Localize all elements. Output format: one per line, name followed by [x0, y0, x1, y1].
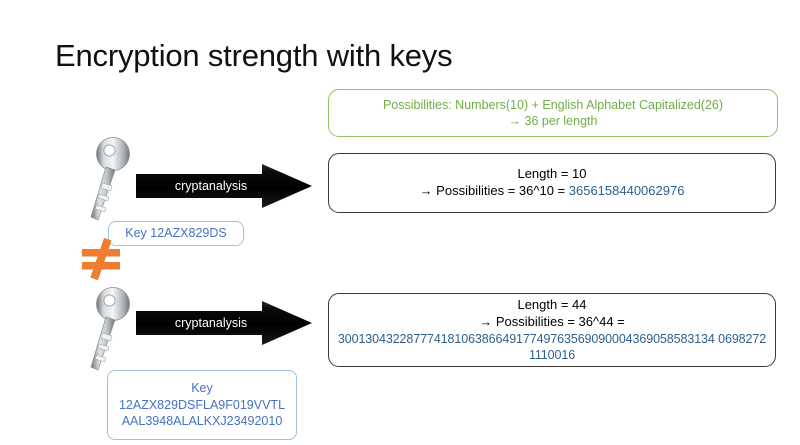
result-possibilities-prefix: → Possibilities = 36^44 =	[479, 314, 625, 329]
result-box-row2: Length = 44 → Possibilities = 36^44 = 30…	[328, 293, 776, 367]
key-label-line: Key 12AZX829DS	[125, 226, 227, 241]
result-possibilities-prefix: → Possibilities = 36^10 =	[419, 183, 569, 198]
possibilities-note-line1: Possibilities: Numbers(10) + English Alp…	[382, 98, 724, 112]
result-value: 3001304322877741810638664917749763569090…	[337, 331, 767, 362]
result-length-line: Length = 44	[517, 297, 587, 313]
key-label-callout: Key 12AZX829DS	[108, 221, 244, 246]
cryptanalysis-arrow: cryptanalysis	[136, 300, 312, 346]
key-label-line: Key	[191, 380, 213, 395]
possibilities-note-line2: → 36 per length	[508, 114, 598, 128]
not-equal-icon	[78, 237, 124, 281]
key-label-line: 12AZX829DSFLA9F019VVTL	[118, 397, 286, 412]
result-possibilities-line: → Possibilities = 36^10 = 36561584400629…	[420, 183, 685, 200]
page-title: Encryption strength with keys	[55, 38, 453, 73]
key-label-callout: Key 12AZX829DSFLA9F019VVTL AAL3948ALALKX…	[107, 370, 297, 440]
key-icon	[82, 136, 136, 224]
result-box-row1: Length = 10 → Possibilities = 36^10 = 36…	[328, 153, 776, 213]
result-length-line: Length = 10	[517, 166, 587, 182]
result-value: 3656158440062976	[568, 183, 685, 198]
key-label-line: AAL3948ALALKXJ23492010	[121, 414, 283, 429]
possibilities-note-box: Possibilities: Numbers(10) + English Alp…	[328, 89, 778, 137]
cryptanalysis-arrow: cryptanalysis	[136, 163, 312, 209]
key-icon	[82, 286, 136, 374]
